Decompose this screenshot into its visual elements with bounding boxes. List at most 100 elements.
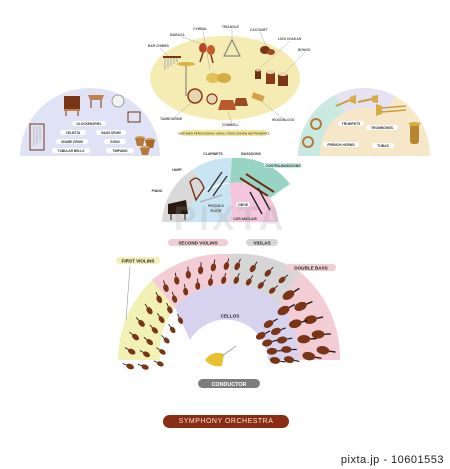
tambourine-icon	[187, 88, 218, 105]
violin-icon	[195, 278, 201, 290]
woodwind-label-bassoons: BASSOONS	[241, 152, 261, 156]
woodwind-label-clarinets: CLARINETS	[203, 152, 223, 156]
flute-icon	[199, 194, 223, 203]
violas-label-plate	[246, 239, 278, 246]
first-violins-label-plate	[116, 257, 160, 264]
violin-icon	[156, 347, 166, 355]
violin-icon	[139, 350, 150, 358]
tubas-label-plate	[372, 143, 394, 148]
watermark-text: PIXTA	[173, 200, 287, 238]
violin-icon	[144, 303, 153, 315]
woodwind-label-oboe: OBOE	[238, 203, 249, 207]
piano-label-plate	[148, 188, 166, 193]
cowbell-icon	[218, 98, 248, 110]
trumpets-label-plate	[338, 121, 364, 126]
violin-icon	[135, 317, 145, 327]
woodwind-section: HARP CLARINETS BASSOONS CONTRA-BASSOONS …	[148, 151, 302, 222]
violin-icon	[264, 266, 274, 277]
tubular-bells-icon	[29, 123, 45, 151]
bassoons-band	[230, 157, 290, 198]
violin-icon	[278, 274, 289, 284]
violin-icon	[262, 339, 278, 347]
violin-icon	[304, 315, 324, 324]
bongo-icon	[266, 70, 288, 86]
violin-icon	[210, 259, 217, 272]
keyboard-label-tubular-bells: TUBULAR BELLS	[58, 149, 85, 153]
violin-icon	[316, 346, 336, 355]
gong-icon	[111, 94, 125, 108]
oboe-band	[230, 182, 278, 222]
violin-icon	[263, 318, 278, 328]
harp-icon	[189, 177, 205, 202]
cor-anglais-label-plate	[228, 216, 262, 221]
violin-icon	[302, 351, 322, 361]
cellos-label-plate	[214, 312, 246, 319]
violin-icon	[155, 291, 163, 304]
double-bass-label-plate	[286, 264, 336, 271]
piano-icon	[168, 200, 188, 220]
trombones-label-plate	[366, 125, 398, 130]
cymbal-icon	[177, 62, 231, 96]
violin-icon	[143, 336, 154, 346]
percussion-label-lion-chakan: LION CHAKAN	[278, 37, 302, 41]
violin-icons	[122, 258, 336, 370]
violin-icon	[153, 360, 164, 367]
brass-label-trumpets: TRUMPETS	[342, 122, 361, 126]
violin-icon	[245, 275, 254, 286]
oboe-label-plate	[236, 202, 250, 207]
woodwind-label-piano: PIANO	[152, 189, 163, 193]
tubular-bells-label-plate	[52, 148, 90, 153]
french-horns-label-plate	[323, 142, 359, 147]
clarinet-icon	[207, 171, 228, 197]
violin-icon	[168, 323, 176, 334]
percussion-section: BAR CHIMES MARACA CYMBAL TRIANGLE CASTAN…	[148, 25, 311, 136]
strings-label-double-bass: DOUBLE BASS	[294, 265, 327, 270]
percussion-label-cowbell: COWBELL	[222, 123, 239, 127]
keyboard-percussion-section: GLOCKENSPIEL CELESTA BASS DRUM SNARE DRU…	[20, 88, 160, 156]
violin-icon	[161, 335, 170, 344]
conductor-label: CONDUCTOR	[212, 382, 247, 388]
violin-icon	[281, 346, 297, 353]
trumpet-icon	[335, 95, 378, 107]
castanet-icon	[260, 46, 275, 55]
second-violins-label-plate	[168, 239, 228, 246]
bassoons-label-plate	[238, 151, 264, 156]
violin-icon	[183, 284, 189, 296]
percussion-label-woodblock: WOODBLOCK	[272, 118, 295, 122]
celesta-icon	[64, 96, 80, 116]
violin-icon	[249, 261, 258, 273]
violin-icon	[163, 280, 169, 292]
violin-icon	[185, 266, 191, 279]
violin-icon	[266, 347, 283, 355]
bass-drum-label-plate	[96, 130, 126, 135]
violas-band	[230, 253, 300, 305]
clarinets-label-plate	[200, 151, 226, 156]
brass-label-french-horns: FRENCH HORNS	[327, 143, 355, 147]
violin-icon	[223, 258, 230, 270]
glockenspiel-icon	[88, 95, 104, 108]
violin-icon	[294, 300, 313, 311]
violin-icon	[122, 363, 134, 370]
strings-label-first-violins: FIRST VIOLINS	[122, 258, 155, 263]
flutes-band	[186, 183, 232, 222]
violin-icon	[288, 319, 308, 329]
violin-icon	[137, 363, 149, 370]
snare-drum-label-plate	[56, 139, 88, 144]
percussion-label-cymbal: CYMBAL	[193, 27, 207, 31]
percussion-caption: UNTUNED PERCUSSION / SMALL PERCUSSION IN…	[178, 132, 269, 136]
stock-id-text: pixta.jp - 10601553	[340, 454, 444, 466]
keyboard-label-gong: GONG	[110, 140, 120, 144]
timpani-icon	[135, 136, 155, 155]
percussion-label-tambourine: TAMBOURINE	[160, 117, 183, 121]
percussion-label-castanet: CASTANET	[250, 28, 268, 32]
oboe-icon	[249, 187, 271, 215]
violin-icon	[297, 335, 317, 344]
violin-icon	[177, 313, 184, 324]
percussion-label-maraca: MARACA	[170, 33, 185, 37]
violin-icon	[270, 327, 286, 336]
violin-icon	[277, 303, 296, 316]
bass-drum-icon	[127, 111, 141, 123]
keyboard-label-bass-drum: BASS DRUM	[101, 131, 121, 135]
